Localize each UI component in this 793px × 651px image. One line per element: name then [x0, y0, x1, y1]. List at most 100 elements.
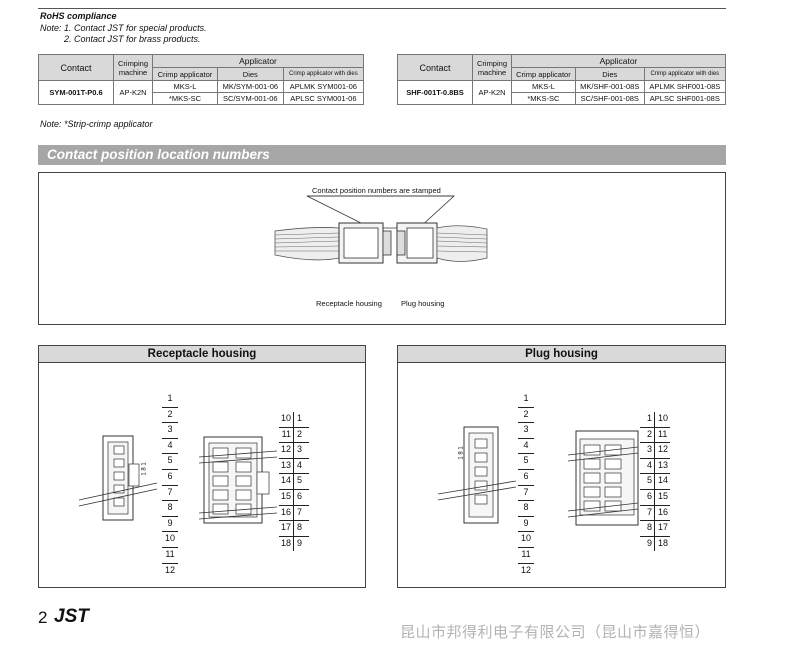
machine-value: AP-K2N [113, 80, 153, 105]
position-number: 4 [640, 458, 655, 474]
size-number: 9 [162, 517, 178, 533]
size-number: 5 [518, 454, 534, 470]
receptacle-small-label: 1 8 1 [141, 462, 148, 476]
header-contact: Contact [397, 54, 473, 81]
position-number: 4 [297, 459, 303, 470]
plug-small-label: 1 8 1 [458, 446, 465, 460]
position-number: 11 [279, 427, 294, 443]
header-applicator: Applicator [511, 54, 726, 68]
plug-housing-figure [437, 426, 639, 526]
receptacle-label: Receptacle housing [316, 299, 382, 308]
mating-diagram [274, 195, 488, 264]
position-number: 10 [279, 412, 294, 427]
rohs-heading: RoHS compliance [40, 11, 117, 21]
jst-logo: JST [54, 606, 89, 627]
receptacle-housing-figure [78, 435, 278, 524]
position-number: 2 [640, 427, 655, 443]
with-dies-value: APLMK SYM001-06 [282, 80, 365, 93]
position-number: 6 [640, 489, 655, 505]
position-number: 13 [658, 459, 669, 470]
header-crimp-applicator: Crimp applicator [511, 67, 576, 81]
machine-value: AP-K2N [472, 80, 512, 105]
stamp-label: Contact position numbers are stamped [312, 186, 441, 195]
position-number: 3 [297, 444, 303, 455]
size-number: 4 [162, 439, 178, 455]
dies-value: MK/SYM-001-06 [216, 80, 284, 93]
with-dies-value: APLMK SHF001-08S [643, 80, 727, 93]
size-number: 1 [518, 392, 534, 408]
plug-label: Plug housing [401, 299, 445, 308]
position-number: 5 [640, 474, 655, 489]
position-number: 7 [297, 506, 303, 517]
header-dies: Dies [216, 67, 284, 81]
receptacle-panel-title: Receptacle housing [39, 346, 365, 363]
header-crimp-with-dies: Crimp applicator with dies [643, 67, 727, 81]
size-number: 3 [162, 423, 178, 439]
position-number: 18 [279, 536, 294, 552]
position-number: 10 [658, 413, 669, 423]
size-number: 5 [162, 454, 178, 470]
size-number: 8 [162, 501, 178, 517]
dies-value: MK/SHF-001-08S [574, 80, 645, 93]
position-number: 17 [658, 522, 669, 533]
position-number: 16 [658, 506, 669, 517]
size-number: 6 [518, 470, 534, 486]
position-number: 7 [640, 505, 655, 521]
size-number: 2 [518, 408, 534, 424]
size-number: 8 [518, 501, 534, 517]
dies-value: SC/SYM-001-06 [216, 92, 284, 105]
strip-crimp-note: Note: *Strip-crimp applicator [40, 119, 153, 129]
position-number: 9 [297, 537, 303, 548]
section-banner: Contact position location numbers [38, 145, 726, 165]
crimp-value: *MKS-SC [511, 92, 576, 105]
note-line-1: Note: 1. Contact JST for special product… [40, 23, 207, 33]
size-number: 10 [162, 532, 178, 548]
size-number: 11 [518, 548, 534, 564]
position-number: 16 [279, 505, 294, 521]
page-number: 2 [38, 608, 48, 627]
position-number: 1 [640, 412, 655, 427]
section-title: Contact position location numbers [47, 147, 270, 162]
header-dies: Dies [574, 67, 645, 81]
contact-value: SHF-001T-0.8BS [397, 80, 473, 105]
position-number: 17 [279, 521, 294, 536]
position-number: 18 [658, 537, 669, 548]
mating-diagram-box: Contact position numbers are stamped Rec… [38, 172, 726, 325]
crimp-value: MKS-L [152, 80, 218, 93]
size-number: 11 [162, 548, 178, 564]
position-number: 13 [279, 458, 294, 474]
position-number: 8 [297, 522, 303, 533]
size-number: 3 [518, 423, 534, 439]
header-applicator: Applicator [152, 54, 364, 68]
size-number: 9 [518, 517, 534, 533]
header-crimp-applicator: Crimp applicator [152, 67, 218, 81]
header-crimp-with-dies: Crimp applicator with dies [282, 67, 365, 81]
dies-value: SC/SHF-001-08S [574, 92, 645, 105]
size-number: 7 [162, 486, 178, 502]
top-rule [38, 8, 726, 9]
size-number: 12 [520, 564, 531, 575]
position-number: 12 [279, 443, 294, 458]
with-dies-value: APLSC SHF001-08S [643, 92, 727, 105]
position-number: 15 [279, 489, 294, 505]
size-number: 2 [162, 408, 178, 424]
contact-value: SYM-001T-P0.6 [38, 80, 114, 105]
